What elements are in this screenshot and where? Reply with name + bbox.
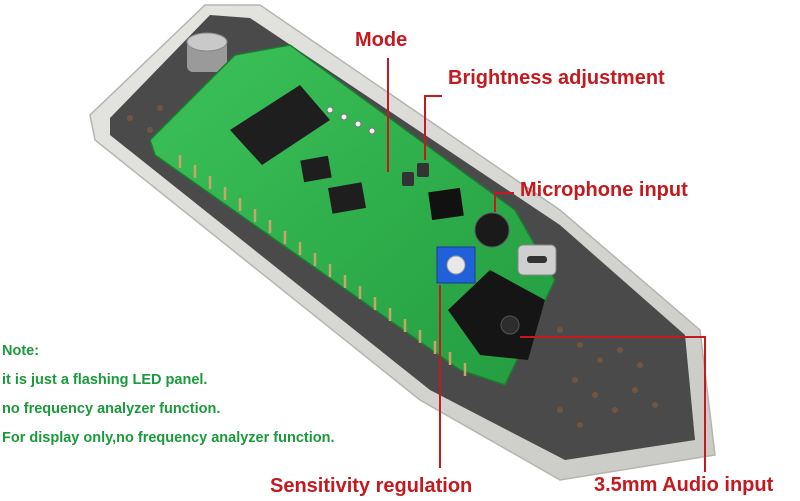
callout-sensitivity-regulation: Sensitivity regulation xyxy=(270,475,473,497)
callout-audio-input: 3.5mm Audio input xyxy=(594,474,774,496)
callout-brightness-adjustment: Brightness adjustment xyxy=(448,67,665,89)
callout-mode: Mode xyxy=(355,29,408,51)
note-line-1: it is just a flashing LED panel. xyxy=(2,372,208,388)
leader-line-audio xyxy=(520,336,706,472)
pcb-board xyxy=(149,44,557,386)
note-title: Note: xyxy=(2,343,40,359)
leader-line-brightness xyxy=(424,95,442,160)
note-line-2: no frequency analyzer function. xyxy=(2,401,221,417)
callout-microphone-input: Microphone input xyxy=(520,179,688,201)
leader-line-microphone xyxy=(494,192,514,212)
leader-lines xyxy=(387,58,706,472)
note-line-3: For display only,no frequency analyzer f… xyxy=(2,430,335,446)
capacitor xyxy=(186,32,228,72)
